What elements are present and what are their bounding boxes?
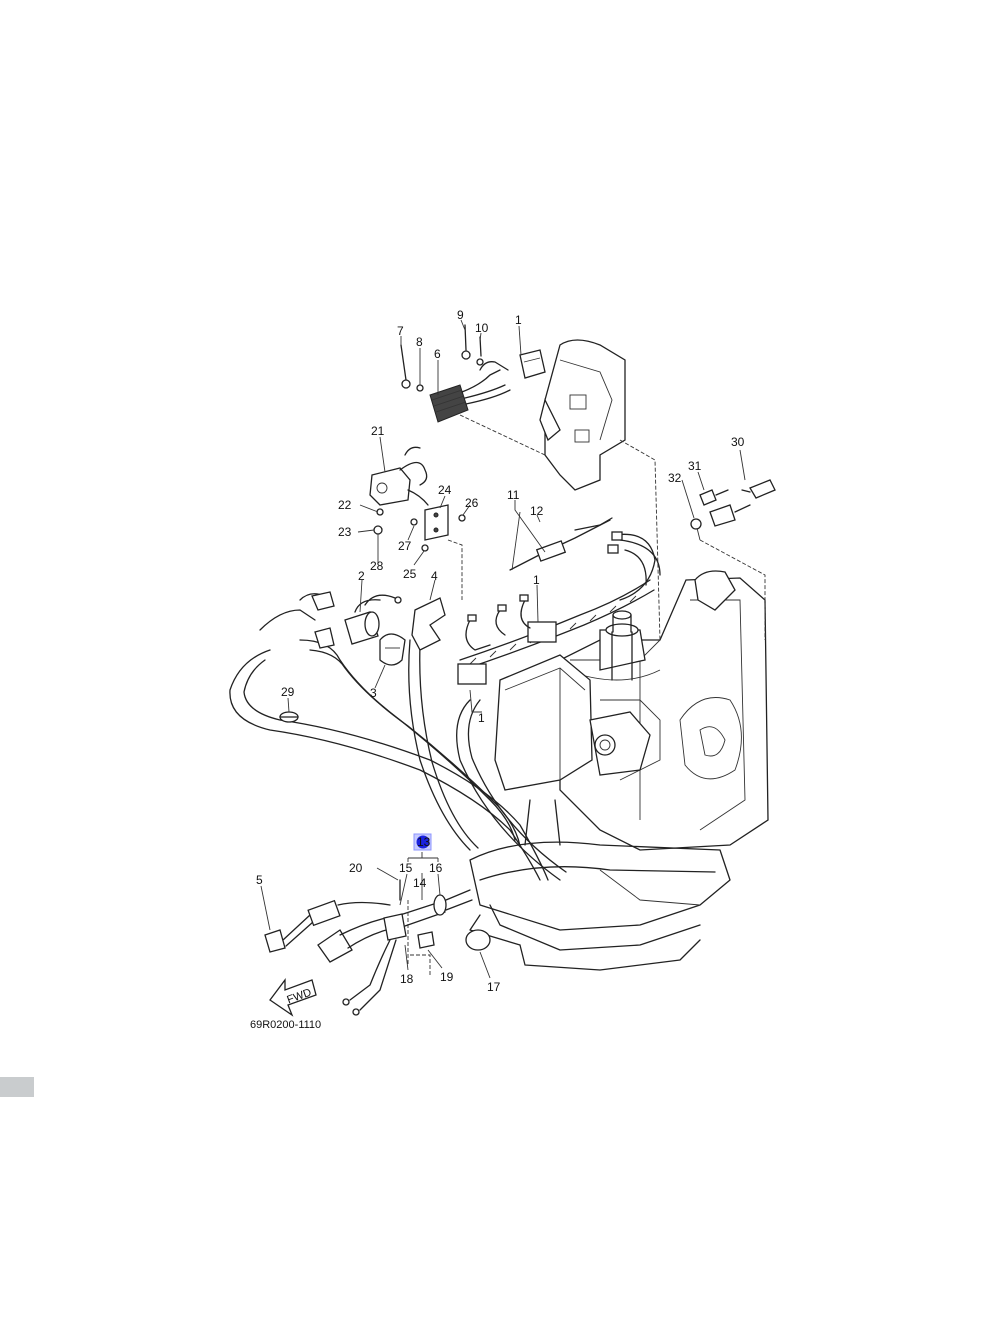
callout-6: 6	[434, 347, 441, 361]
rectifier	[429, 361, 511, 423]
callout-1-lower: 1	[478, 711, 485, 725]
starter-relay	[299, 591, 446, 666]
lower-harness	[264, 879, 491, 1016]
callout-19: 19	[440, 970, 454, 984]
callout-27: 27	[398, 539, 412, 553]
callout-25: 25	[403, 567, 417, 581]
callout-28: 28	[370, 559, 384, 573]
callout-7: 7	[397, 324, 404, 338]
connector-group	[457, 594, 557, 685]
clamp	[279, 711, 299, 723]
callout-1-middle: 1	[533, 573, 540, 587]
lower-cowling	[469, 799, 731, 971]
callout-22: 22	[338, 498, 352, 512]
callout-labels: 7 8 6 9 10 1 21 22 23 24 26 27 25 28 11 …	[250, 308, 745, 1031]
callout-2: 2	[358, 569, 365, 583]
callout-26: 26	[465, 496, 479, 510]
callout-16: 16	[429, 861, 443, 875]
callout-3: 3	[370, 686, 377, 700]
callout-9: 9	[457, 308, 464, 322]
callout-24: 24	[438, 483, 452, 497]
diagram-code: 69R0200-1110	[250, 1019, 321, 1031]
fwd-arrow: FWD	[269, 978, 317, 1017]
callout-31: 31	[688, 459, 702, 473]
wiring-harness	[229, 609, 567, 881]
callout-18: 18	[400, 972, 414, 986]
callout-14: 14	[413, 876, 427, 890]
cdi-unit	[369, 446, 466, 552]
electrical-box	[494, 654, 651, 791]
screws-top	[400, 324, 484, 392]
callout-1-top: 1	[515, 313, 522, 327]
callout-5: 5	[256, 873, 263, 887]
callout-17: 17	[487, 980, 501, 994]
callout-32: 32	[668, 471, 682, 485]
leader-lines	[260, 319, 766, 979]
main-harness	[459, 517, 661, 671]
callout-20: 20	[349, 861, 363, 875]
callout-21: 21	[371, 424, 385, 438]
mounting-bracket	[539, 339, 626, 491]
callout-29: 29	[281, 685, 295, 699]
callout-11: 11	[507, 488, 520, 502]
callout-4: 4	[431, 569, 438, 583]
callout-13: 13	[417, 835, 431, 849]
callout-23: 23	[338, 525, 352, 539]
callout-30: 30	[731, 435, 745, 449]
sensor-parts	[690, 479, 776, 541]
callout-8: 8	[416, 335, 423, 349]
coupler	[519, 349, 546, 379]
side-tab[interactable]	[0, 1077, 34, 1097]
callout-13-marker	[416, 835, 430, 849]
callout-10: 10	[475, 321, 489, 335]
callout-15: 15	[399, 861, 413, 875]
callout-12: 12	[530, 504, 544, 518]
